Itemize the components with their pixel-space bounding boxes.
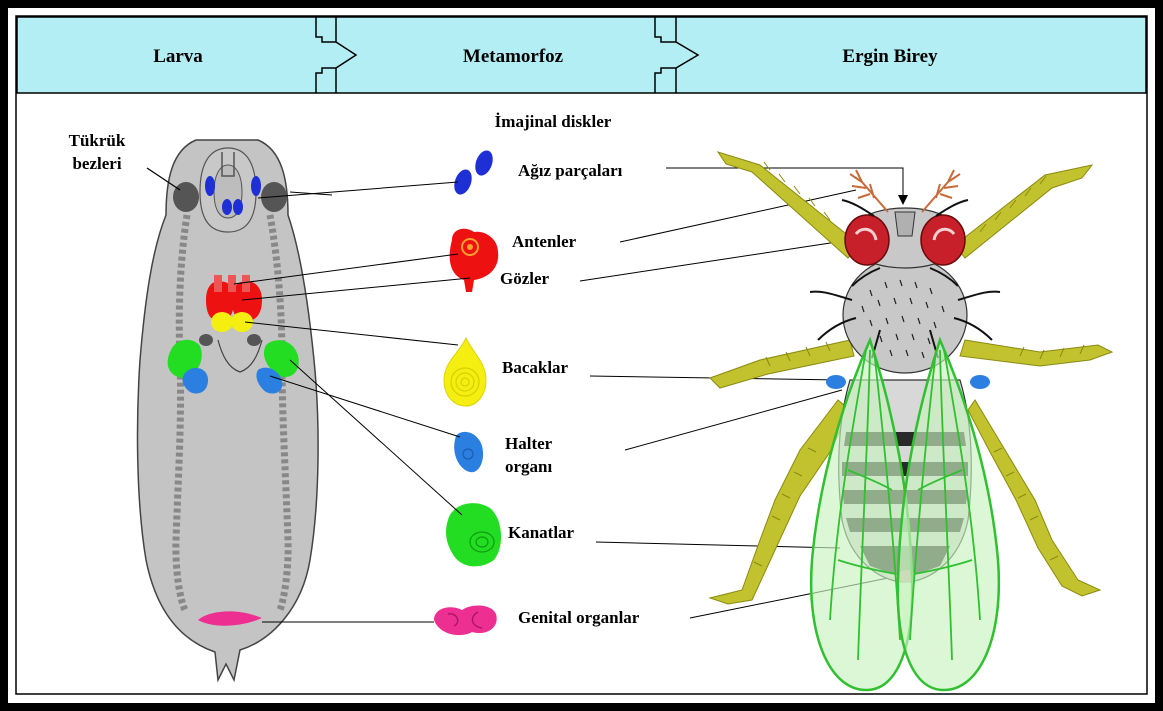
label-wings: Kanatlar [508,523,575,542]
label-genitals: Genital organlar [518,608,640,627]
label-eyes: Gözler [500,269,550,288]
larva-leg-disc [211,312,233,332]
label-antennae: Antenler [512,232,577,251]
imaginal-discs-title: İmajinal diskler [495,112,612,131]
salivary-glands-label-line2: bezleri [72,154,121,173]
larva-salivary-gland-left [173,182,199,212]
fly-halter-right [970,375,990,389]
label-mouthparts: Ağız parçaları [518,161,623,180]
fly-halter-left [826,375,846,389]
stage-header: Larva Metamorfoz Ergin Birey [17,17,1146,93]
salivary-glands-label-line1: Tükrük [69,131,126,150]
fly-eye-left [845,215,889,265]
label-halter-line1: Halter [505,434,553,453]
disc-genitals [434,605,497,635]
label-legs: Bacaklar [502,358,569,377]
stage-larva-label: Larva [153,46,203,67]
stage-adult-label: Ergin Birey [842,46,938,67]
fly-eye-right [921,215,965,265]
fly-thorax [843,257,967,373]
larva-mouth-disc [205,176,215,196]
stage-metamorphosis-label: Metamorfoz [463,46,564,67]
label-halter-line2: organı [505,457,553,476]
